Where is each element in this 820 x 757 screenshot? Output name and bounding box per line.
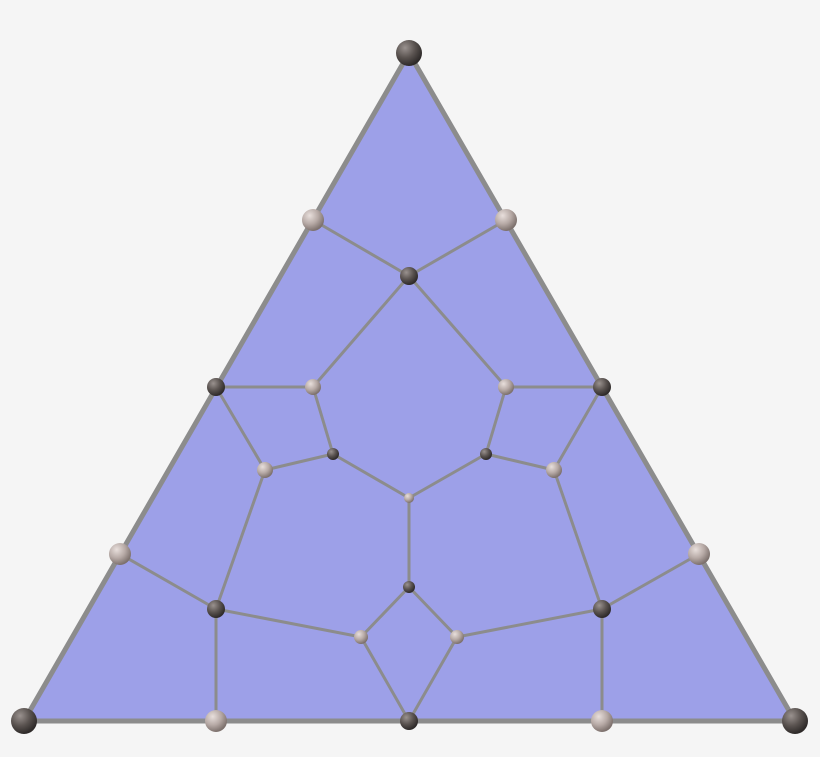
graph-edge bbox=[214, 385, 267, 472]
light-vertex bbox=[495, 209, 517, 231]
dark-vertex bbox=[782, 708, 808, 734]
graph-edge bbox=[311, 274, 411, 389]
graph-edge bbox=[359, 635, 411, 723]
dark-vertex bbox=[207, 600, 225, 618]
light-vertex bbox=[546, 462, 562, 478]
graph-edge bbox=[552, 385, 604, 472]
light-vertex bbox=[450, 630, 464, 644]
graph-edge bbox=[600, 552, 701, 611]
triangle-face bbox=[21, 50, 798, 724]
dark-vertex bbox=[400, 267, 418, 285]
graph-edge bbox=[311, 385, 335, 456]
dark-vertex bbox=[593, 378, 611, 396]
graph-edge bbox=[407, 635, 459, 723]
vertex-group bbox=[11, 40, 808, 734]
graph-edge bbox=[484, 452, 556, 472]
dark-vertex bbox=[396, 40, 422, 66]
graph-edge bbox=[214, 607, 363, 639]
graph-edge bbox=[407, 585, 459, 639]
graph-edge bbox=[455, 607, 604, 639]
light-vertex bbox=[498, 379, 514, 395]
graph-edge bbox=[407, 218, 508, 278]
graph-edge bbox=[331, 452, 411, 500]
graph-edge bbox=[552, 468, 604, 611]
light-vertex bbox=[109, 543, 131, 565]
light-vertex bbox=[302, 209, 324, 231]
graph-edge bbox=[263, 452, 335, 472]
graph-edge bbox=[407, 452, 488, 500]
dark-vertex bbox=[327, 448, 339, 460]
graph-edge bbox=[214, 468, 267, 611]
light-vertex bbox=[305, 379, 321, 395]
dark-vertex bbox=[593, 600, 611, 618]
dark-vertex bbox=[11, 708, 37, 734]
graph-edge bbox=[359, 585, 411, 639]
light-vertex bbox=[404, 493, 414, 503]
dark-vertex bbox=[403, 581, 415, 593]
light-vertex bbox=[591, 710, 613, 732]
light-vertex bbox=[257, 462, 273, 478]
dark-vertex bbox=[207, 378, 225, 396]
light-vertex bbox=[354, 630, 368, 644]
light-vertex bbox=[205, 710, 227, 732]
graph-edge bbox=[311, 218, 411, 278]
graph-edge bbox=[484, 385, 508, 456]
edge-group bbox=[118, 218, 701, 723]
light-vertex bbox=[688, 543, 710, 565]
dark-vertex bbox=[480, 448, 492, 460]
graph-edge bbox=[407, 274, 508, 389]
graph-edge bbox=[118, 552, 218, 611]
dark-vertex bbox=[400, 712, 418, 730]
